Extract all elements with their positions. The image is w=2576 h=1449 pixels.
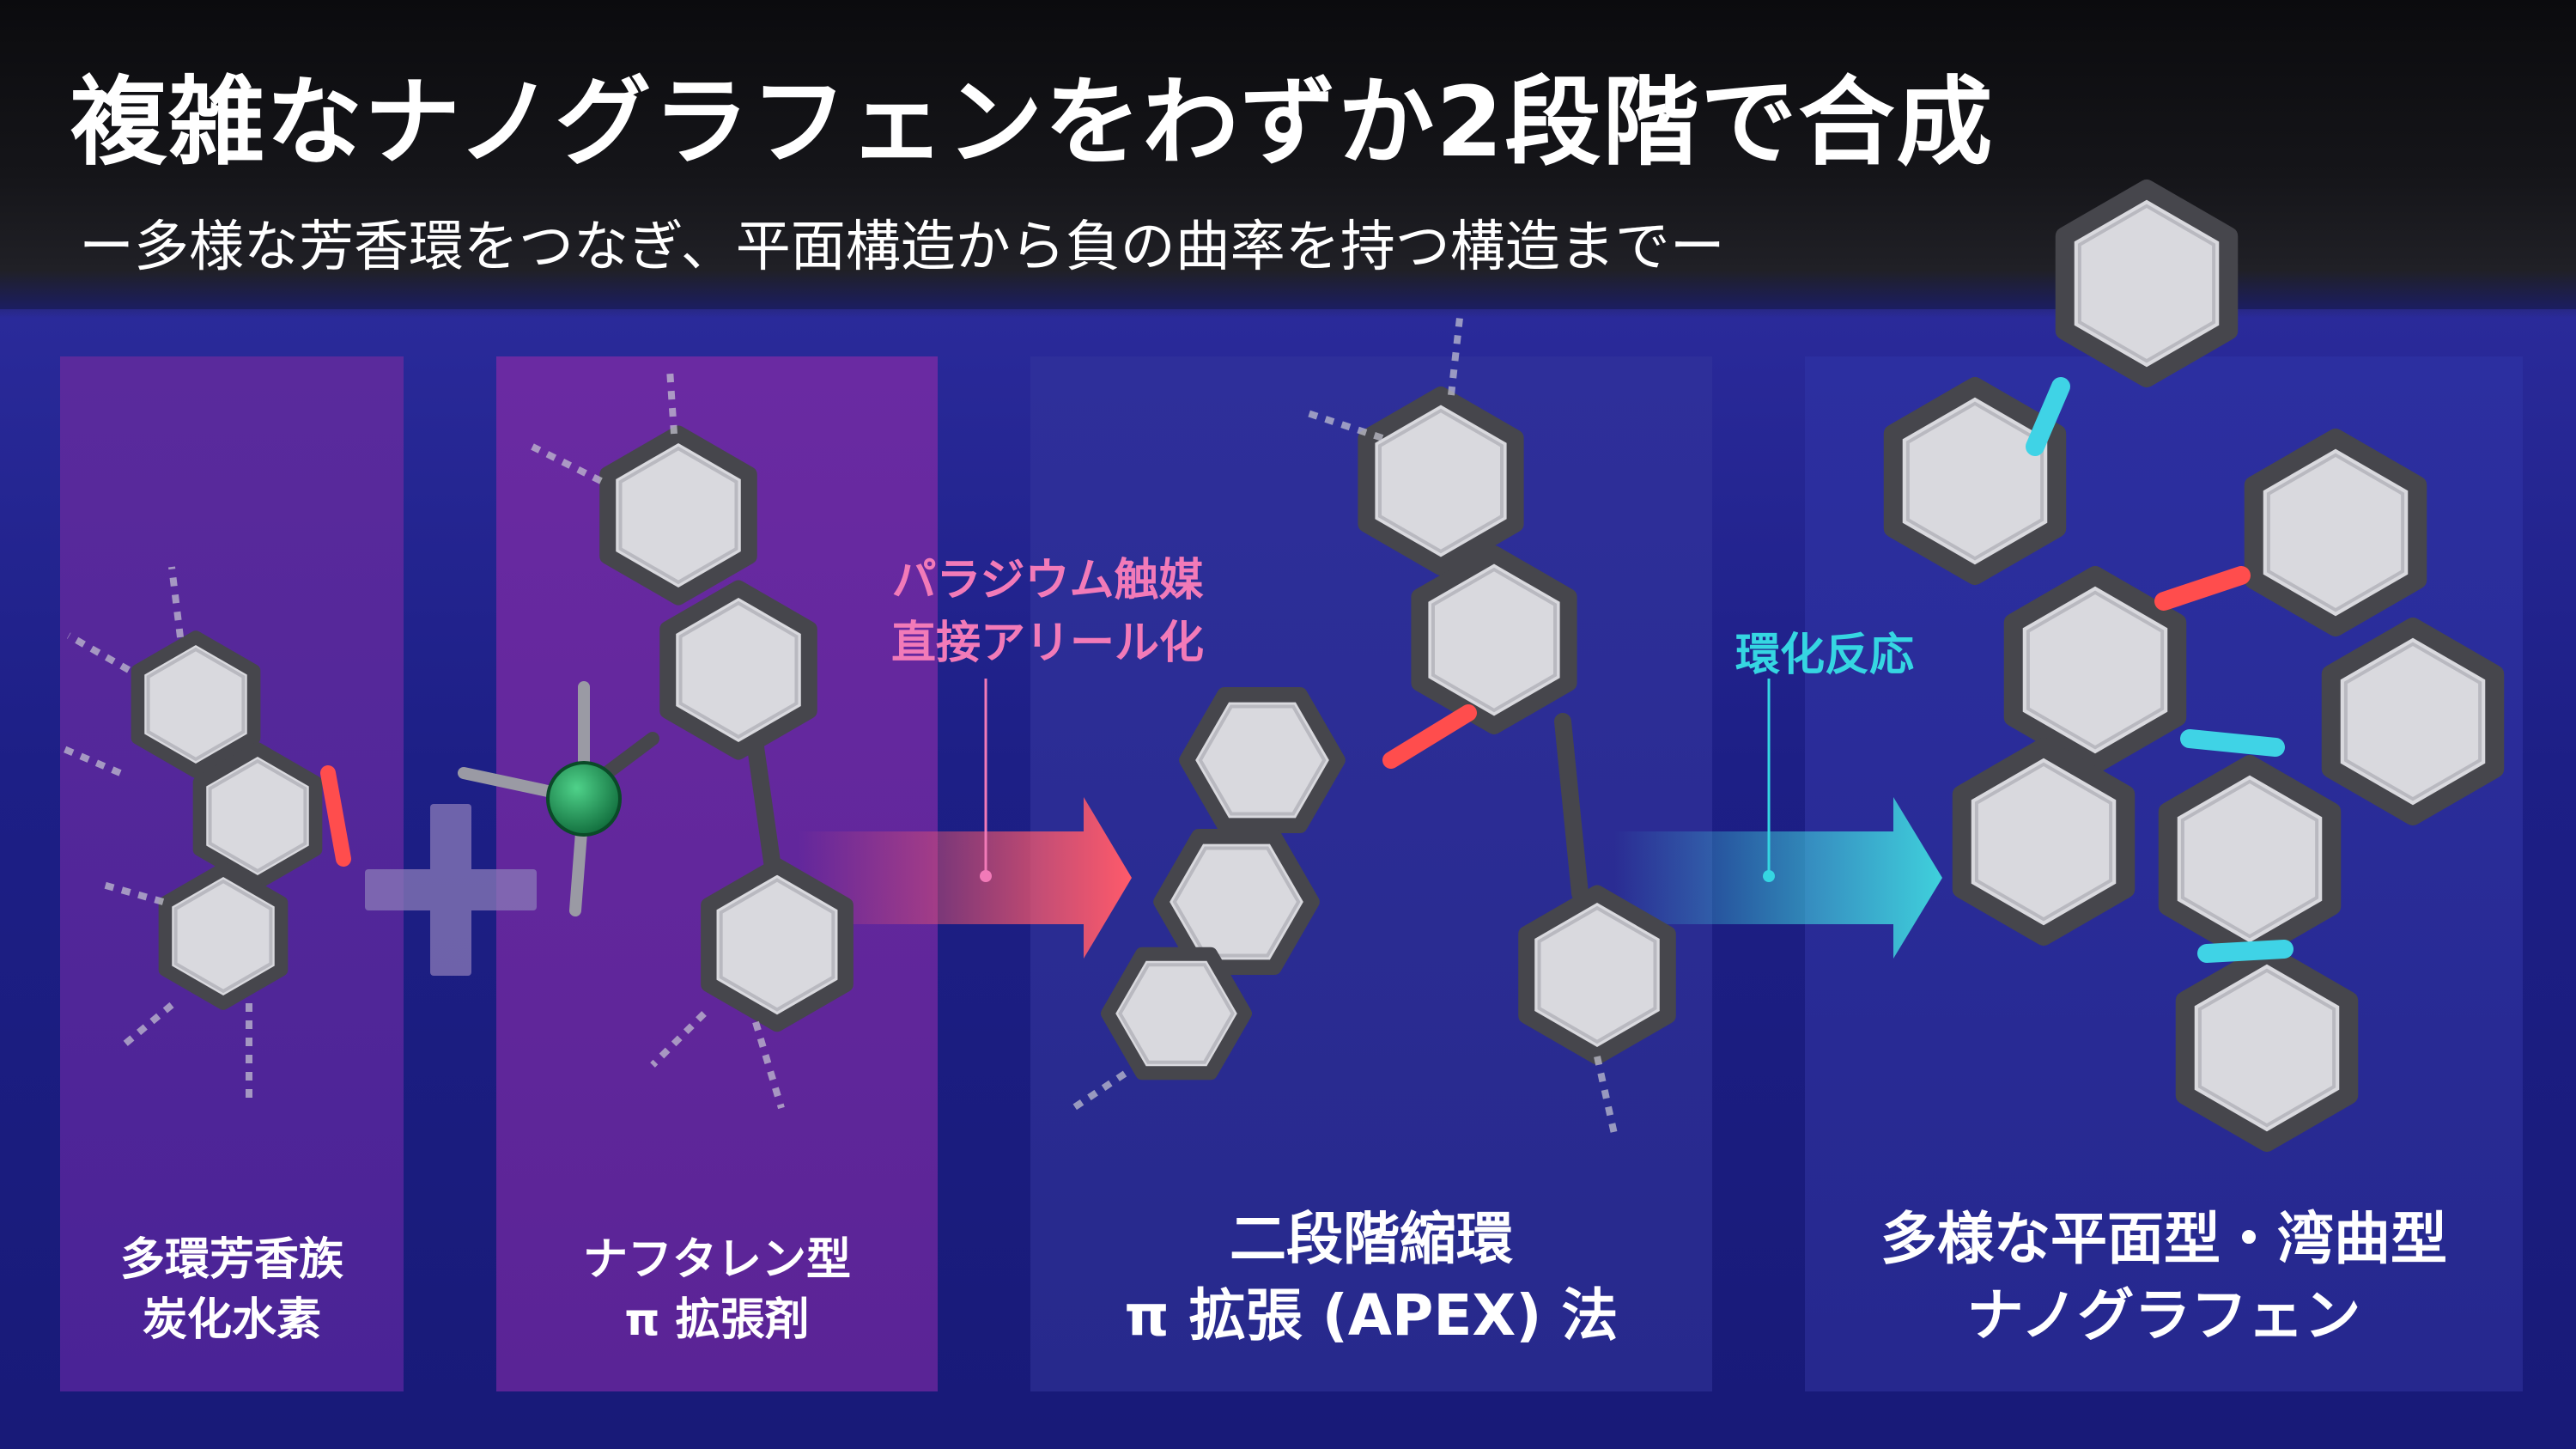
caption-apex: 二段階縮環 π 拡張 (APEX) 法 <box>1030 1201 1712 1354</box>
pah-h-bottom-left <box>118 1002 174 1051</box>
page-title: 複雑なナノグラフェンをわずか2段階で合成 <box>70 67 1995 179</box>
apex-h-phenyl <box>1594 1056 1618 1135</box>
page-subtitle: ー多様な芳香環をつなぎ、平面構造から負の曲率を持つ構造までー <box>79 216 1725 279</box>
caption-naph-line1: ナフタレン型 <box>582 1234 851 1286</box>
nano-ring-4 <box>2003 566 2187 774</box>
reaction-arrow-1 <box>799 679 1132 959</box>
pah-h-left3 <box>101 881 165 905</box>
naph-h-bottom <box>752 1020 785 1110</box>
nano-ring-2 <box>1883 377 2067 585</box>
apex-ring-mid <box>1411 545 1577 734</box>
apex-ring-top <box>1358 387 1524 575</box>
nano-new-bond-3 <box>2197 940 2293 963</box>
naph-h-bottom-left <box>650 1011 707 1068</box>
naph-h-left <box>531 443 603 484</box>
nano-ring-6-shade <box>1974 762 2113 922</box>
apex-h-left <box>1303 409 1384 441</box>
plus-icon <box>365 804 537 976</box>
apex-ring-mid-shade <box>1431 567 1558 713</box>
pah-ring-middle <box>192 742 323 890</box>
apex-new-bond <box>1382 704 1477 769</box>
nano-ring-1 <box>2055 180 2239 387</box>
pah-h-top <box>168 566 184 638</box>
apex-pah-ring-3 <box>1101 947 1252 1081</box>
caption-nano-line2: ナノグラフェン <box>1966 1282 2361 1349</box>
pah-ring-middle-shade <box>208 758 307 874</box>
step1-label-line1: パラジウム触媒 <box>891 555 1204 606</box>
apex-phenyl-ring-shade <box>1537 905 1657 1044</box>
apex-pah-ring-3-shade <box>1118 963 1235 1064</box>
step2-label-text: 環化反応 <box>1735 630 1914 681</box>
reaction-arrow-2 <box>1614 679 1942 959</box>
nano-ring-6 <box>1952 738 2136 946</box>
caption-naph-line2: π 拡張剤 <box>624 1294 810 1347</box>
apex-pah-ring-2-shade <box>1172 846 1301 958</box>
caption-apex-line2: π 拡張 (APEX) 法 <box>1124 1282 1619 1349</box>
apex-pah-ring-1 <box>1179 686 1346 834</box>
si-atom <box>546 761 622 837</box>
apex-ring-top-shade <box>1377 408 1504 554</box>
naph-ring-top-shade <box>618 446 738 585</box>
nano-ring-1-shade <box>2077 204 2216 363</box>
naph-phenyl-ring <box>701 857 854 1032</box>
caption-nano-line1: 多様な平面型・湾曲型 <box>1880 1206 2447 1272</box>
nano-red-bond <box>2154 566 2251 611</box>
caption-pah-line2: 炭化水素 <box>142 1294 321 1347</box>
naph-phenyl-ring-shade <box>719 878 835 1012</box>
nano-ring-5-shade <box>2343 642 2482 801</box>
pah-ring-top-shade <box>146 647 246 762</box>
nano-ring-4-shade <box>2026 590 2165 750</box>
nano-new-bond-2 <box>2180 729 2285 757</box>
apex-phenyl-bond <box>1554 713 1589 902</box>
naph-phenyl-bond <box>747 739 781 876</box>
apex-h-bottom <box>1071 1070 1127 1111</box>
nano-new-bond-1 <box>2026 377 2070 456</box>
apex-phenyl-ring <box>1518 885 1676 1065</box>
nano-ring-3-shade <box>2266 453 2405 612</box>
pah-ring-bottom <box>158 862 289 1010</box>
pah-ring-bottom-shade <box>173 879 273 994</box>
naph-ring-bottom-shade <box>678 600 799 740</box>
caption-apex-line1: 二段階縮環 <box>1230 1206 1513 1272</box>
step1-label: パラジウム触媒 直接アリール化 <box>841 550 1254 675</box>
naph-ring-top <box>599 425 757 606</box>
nano-ring-8 <box>2175 944 2359 1152</box>
naph-h-top <box>666 368 677 435</box>
apex-h-top <box>1448 317 1463 396</box>
nano-ring-7 <box>2158 755 2342 963</box>
step1-label-line2: 直接アリール化 <box>890 617 1204 669</box>
pah-h-left2 <box>58 744 122 776</box>
caption-pah: 多環芳香族 炭化水素 <box>60 1230 404 1350</box>
step2-label: 環化反応 <box>1683 618 1966 683</box>
caption-pah-line1: 多環芳香族 <box>119 1234 343 1286</box>
nano-ring-3 <box>2244 429 2427 636</box>
naph-ring-bottom <box>659 580 817 760</box>
pah-reactive-bond <box>320 765 351 867</box>
nano-ring-8-shade <box>2197 968 2336 1128</box>
caption-nanographene: 多様な平面型・湾曲型 ナノグラフェン <box>1805 1201 2523 1354</box>
caption-naphthalene: ナフタレン型 π 拡張剤 <box>496 1230 938 1350</box>
apex-pah-ring-2 <box>1153 828 1320 976</box>
pah-ring-top <box>131 630 261 778</box>
apex-pah-ring-1-shade <box>1198 704 1327 816</box>
pah-h-left <box>67 632 131 673</box>
nano-ring-7-shade <box>2180 779 2319 939</box>
nano-ring-5 <box>2321 618 2505 825</box>
